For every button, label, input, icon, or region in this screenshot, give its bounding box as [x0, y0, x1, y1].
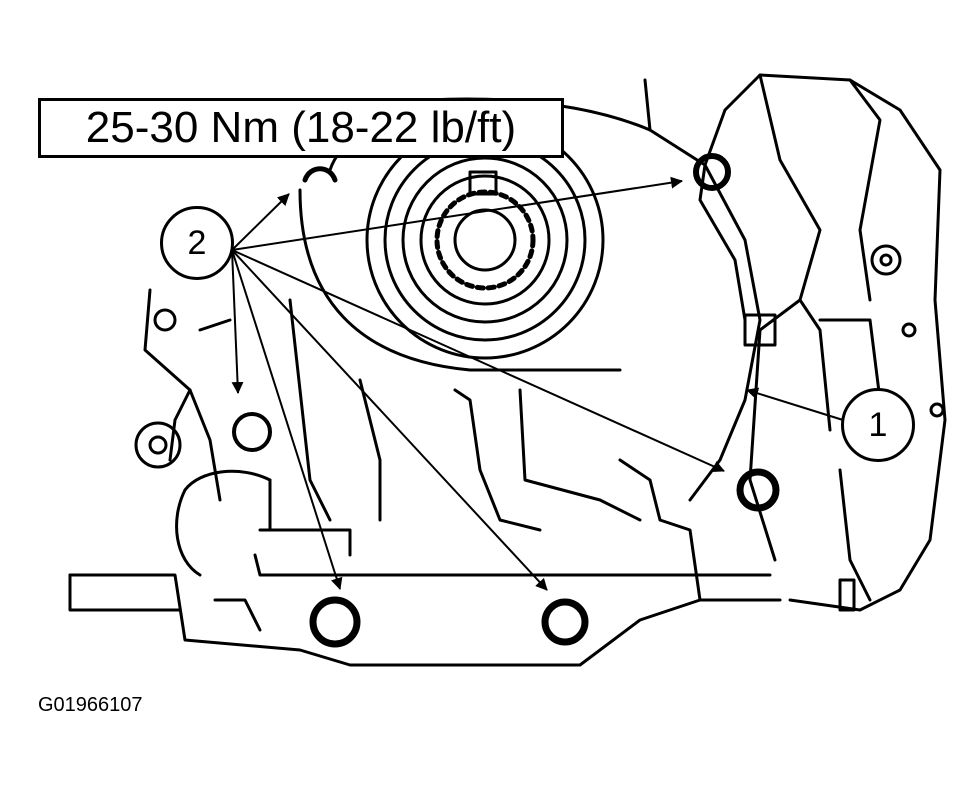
- lower-housing: [68, 573, 782, 667]
- figure-id: G01966107: [38, 694, 143, 716]
- callout-1-leader: [746, 387, 844, 421]
- cover-right-edge: [703, 73, 882, 302]
- front-cover-outline: [298, 97, 762, 502]
- callout-bolts: 2: [160, 206, 234, 280]
- bolt-top-left: [302, 166, 338, 183]
- bolt-lower-center: [541, 598, 589, 646]
- bolt-top-right: [693, 153, 731, 191]
- crankshaft-sprocket: [365, 120, 605, 360]
- bolt-left: [232, 412, 272, 452]
- cover-boss: [743, 313, 777, 347]
- callout-cover: 1: [841, 388, 915, 462]
- torque-spec-label: 25-30 Nm (18-22 lb/ft): [38, 98, 564, 158]
- bolt-lower-left: [309, 596, 361, 648]
- callout-2-leaders: [231, 176, 725, 591]
- bolt-right: [736, 468, 780, 512]
